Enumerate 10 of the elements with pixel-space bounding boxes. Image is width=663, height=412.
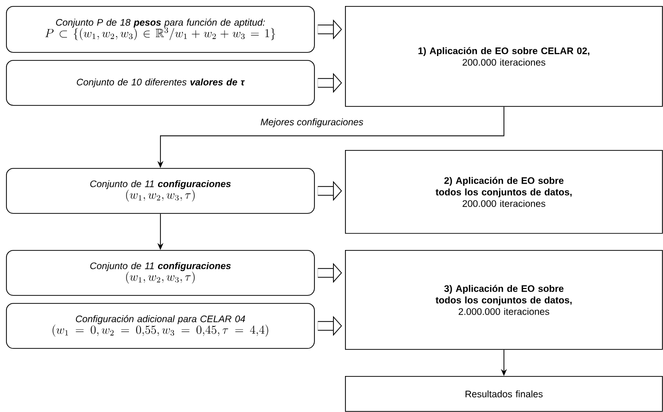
result-box: Resultados finales [345, 376, 663, 412]
input-box: Conjunto de 11 configuraciones $(w_1,w_2,w_3,\tau)$ [6, 250, 315, 296]
process-box: 1) Aplicación de EO sobre CELAR 02, 200.000 iteraciones [345, 6, 663, 107]
edge-label: Mejores configuraciones [259, 117, 364, 128]
input-box: Conjunto de 11 configuraciones $(w_1,w_2,w_3,\tau)$ [6, 168, 315, 214]
process-box: 2) Aplicación de EO sobre todos los conjuntos de datos, 200.000 iteraciones [345, 150, 663, 234]
input-box: Configuración adicional para CELAR 04 $(w_1=0,w_2=0{,}55,w_3=0{,}45,\tau=4{,}4)$ [6, 303, 315, 349]
input-box: Conjunto P de 18 pesos para función de aptitud: $P\subset\{(w_1,w_2,w_3)\in\mathbb{R}^3/w_1+w_2+w_3=1\}$ [6, 6, 315, 53]
input-box: Conjunto de 10 diferentes valores de τ [6, 60, 315, 106]
process-box: 3) Aplicación de EO sobre todos los conjuntos de datos, 2.000.000 iteraciones [345, 250, 663, 350]
